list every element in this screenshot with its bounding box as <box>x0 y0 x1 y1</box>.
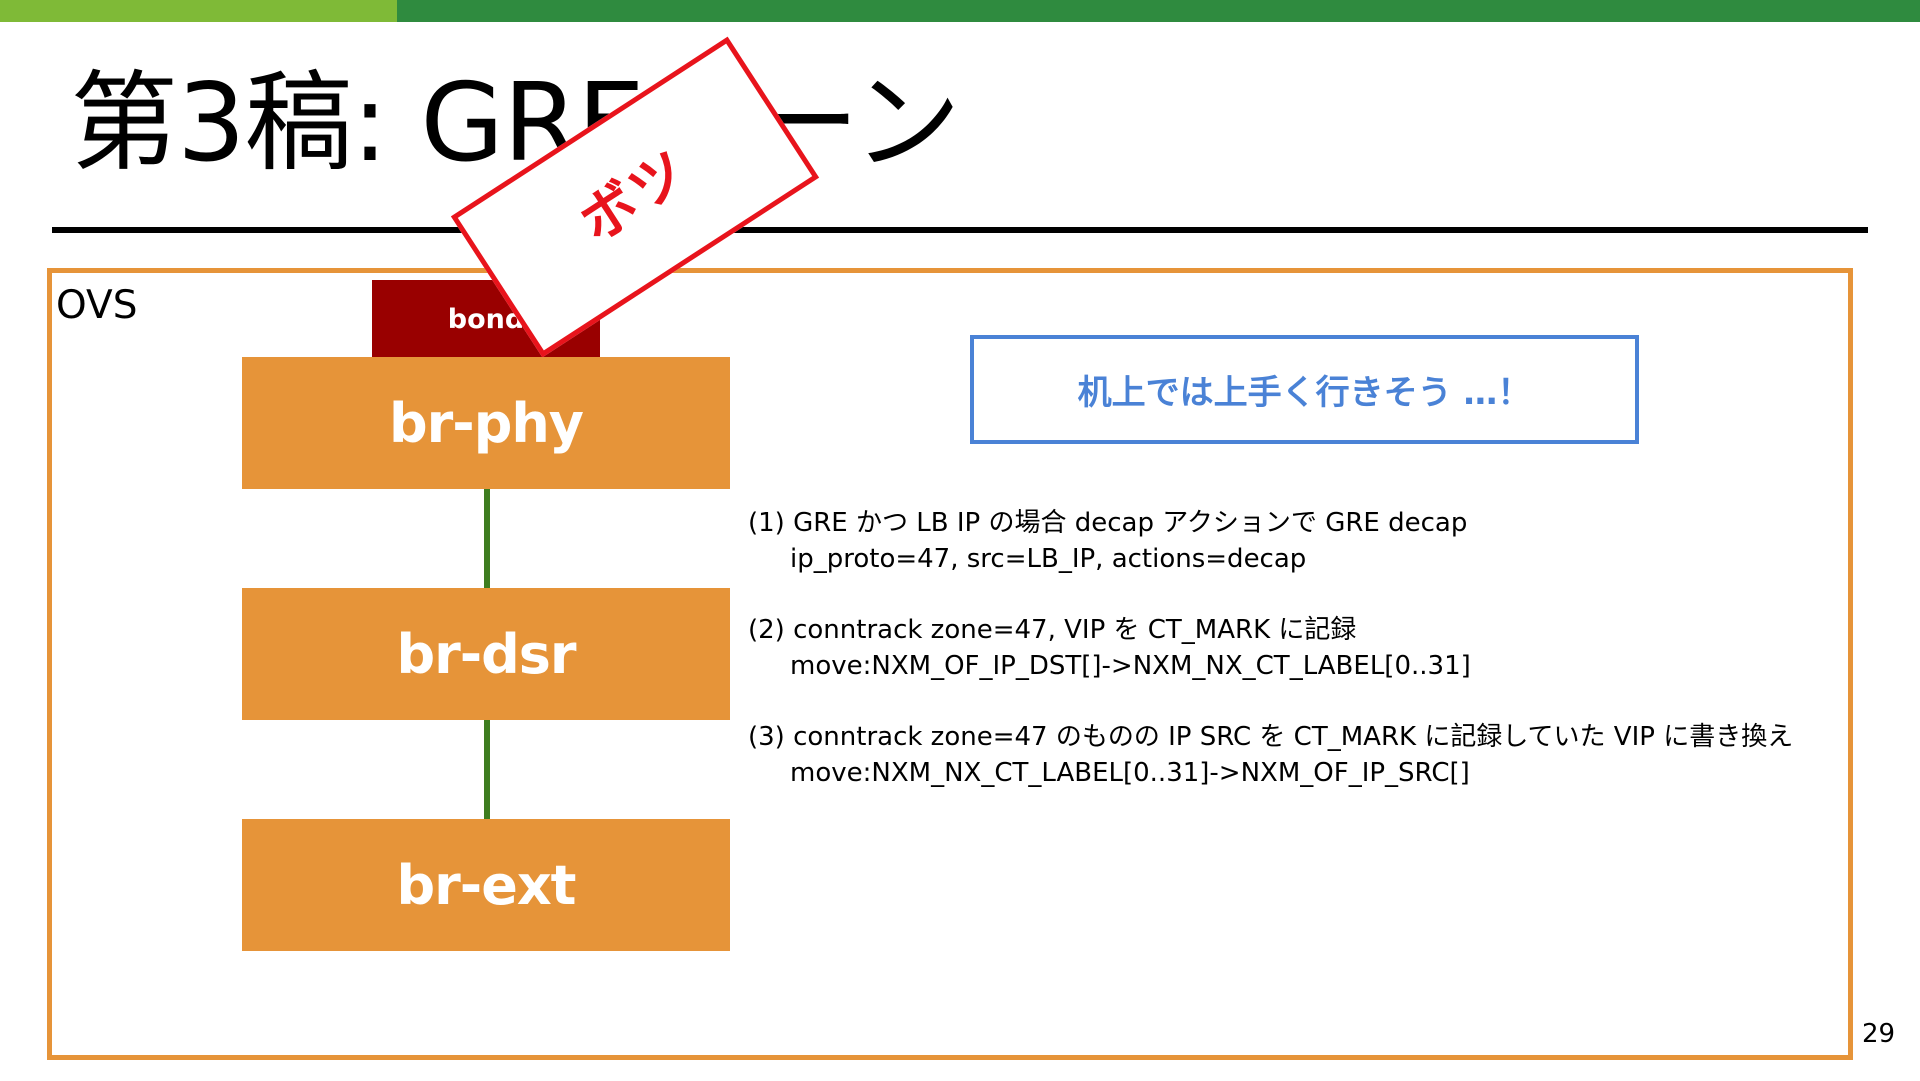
bridge-br-phy: br-phy <box>242 357 730 489</box>
stamp-text: ボツ <box>568 137 702 256</box>
step-flow-rule: ip_proto=47, src=LB_IP, actions=decap <box>790 544 1307 574</box>
header-accent-bar-dark <box>397 0 1920 22</box>
header-accent-bar-light <box>0 0 397 22</box>
callout-box: 机上では上手く行きそう …！ <box>970 335 1639 444</box>
page-number: 29 <box>1862 1019 1896 1049</box>
step-description: (2) conntrack zone=47, VIP を CT_MARK に記録 <box>748 615 1357 645</box>
ovs-container-frame <box>47 268 1853 1060</box>
bridge-link-dsr-ext <box>484 720 490 819</box>
slide-title: 第3稿: GREルーン <box>70 61 961 186</box>
steps-list: (1) GRE かつ LB IP の場合 decap アクションで GRE de… <box>748 505 1793 826</box>
bridge-br-dsr: br-dsr <box>242 588 730 720</box>
step-description: (3) conntrack zone=47 のものの IP SRC を CT_M… <box>748 722 1794 752</box>
step-item: (3) conntrack zone=47 のものの IP SRC を CT_M… <box>748 719 1793 791</box>
ovs-label: OVS <box>56 283 138 328</box>
bridge-br-ext: br-ext <box>242 819 730 951</box>
bridge-link-phy-dsr <box>484 489 490 588</box>
title-divider <box>52 227 1868 233</box>
step-flow-rule: move:NXM_NX_CT_LABEL[0..31]->NXM_OF_IP_S… <box>790 758 1470 788</box>
step-item: (1) GRE かつ LB IP の場合 decap アクションで GRE de… <box>748 505 1793 577</box>
callout-text: 机上では上手く行きそう …！ <box>1077 373 1532 413</box>
step-flow-rule: move:NXM_OF_IP_DST[]->NXM_NX_CT_LABEL[0.… <box>790 651 1471 681</box>
step-item: (2) conntrack zone=47, VIP を CT_MARK に記録… <box>748 612 1793 684</box>
step-description: (1) GRE かつ LB IP の場合 decap アクションで GRE de… <box>748 508 1468 538</box>
